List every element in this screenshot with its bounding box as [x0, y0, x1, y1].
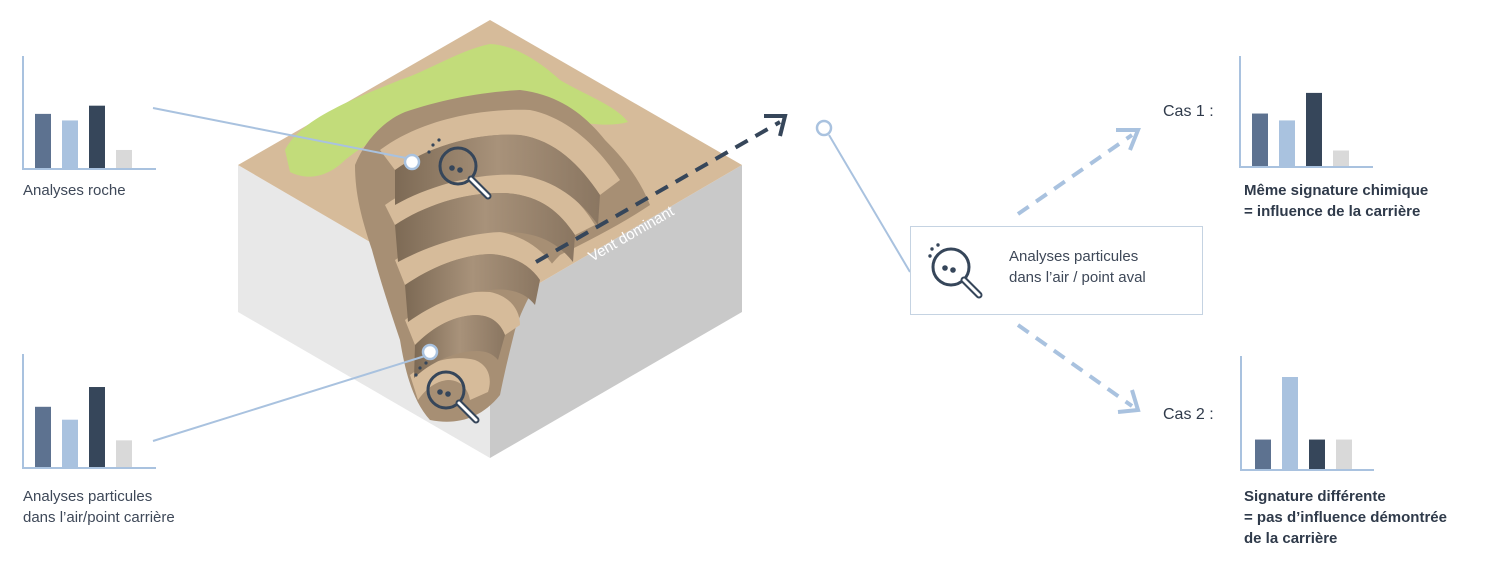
quarry-block [238, 20, 742, 458]
chart-cas1 [1239, 56, 1373, 168]
connector-aval [828, 134, 911, 273]
connector-carriere [152, 355, 426, 442]
arrow-cas1 [1016, 133, 1134, 216]
chart-axis [22, 354, 156, 469]
chart-roche [22, 56, 156, 170]
chart-bar [35, 113, 51, 168]
cliff-wall-3 [405, 254, 540, 322]
chart-bar [1306, 92, 1322, 166]
magnifier-icon [426, 370, 480, 424]
chart-bar [1309, 439, 1325, 469]
chart-bar [1252, 113, 1268, 166]
center-analysis-box: Analyses particules dans l’air / point a… [910, 226, 1203, 315]
chart-cas2 [1240, 356, 1374, 471]
label-cas2-desc: Signature différente = pas d’influence d… [1244, 486, 1447, 549]
chart-bar [1336, 439, 1352, 469]
label-analyses-carriere: Analyses particules dans l’air/point car… [23, 486, 175, 528]
chart-bar [89, 105, 105, 168]
case-arrows [1016, 128, 1141, 414]
terrace-5 [410, 358, 490, 400]
chart-carriere [22, 354, 156, 469]
arrow-icon [1117, 389, 1141, 414]
chart-bar [35, 406, 51, 467]
sample-point-aval [815, 119, 833, 137]
chart-axis [1239, 56, 1373, 168]
label-cas2-desc-line3: de la carrière [1244, 530, 1338, 547]
chart-bar [62, 120, 78, 168]
block-right-face [490, 165, 742, 458]
sample-point-roche [403, 153, 421, 171]
particles-icon [414, 361, 428, 377]
center-label-line2: dans l’air / point aval [1009, 269, 1146, 286]
label-cas1: Cas 1 : [1163, 103, 1214, 120]
connectors [152, 107, 911, 442]
chart-bar [116, 440, 132, 467]
arrow-cas2 [1016, 323, 1134, 408]
label-cas1-desc-line2: = influence de la carrière [1244, 203, 1421, 220]
cliff-wall-1 [395, 134, 600, 225]
label-cas1-desc: Même signature chimique = influence de l… [1244, 180, 1428, 222]
label-analyses-carriere-line1: Analyses particules [23, 488, 153, 505]
label-cas2-desc-line2: = pas d’influence démontrée [1244, 509, 1447, 526]
chart-bar [1333, 150, 1349, 166]
chart-bar [1282, 377, 1298, 469]
magnifier-icon [928, 243, 983, 299]
cliff-wall-4 [414, 315, 505, 378]
chart-bar [116, 149, 132, 168]
terrace-1 [380, 109, 620, 195]
chart-bar [89, 387, 105, 467]
magnifier-icon [438, 146, 492, 200]
connector-roche [152, 107, 407, 159]
label-cas2-desc-line1: Signature différente [1244, 488, 1386, 505]
label-analyses-carriere-line2: dans l’air/point carrière [23, 509, 175, 526]
label-cas2: Cas 2 : [1163, 406, 1214, 423]
chart-axis [22, 56, 156, 170]
label-cas1-desc-line1: Même signature chimique [1244, 182, 1429, 199]
sample-point-carriere [421, 343, 439, 361]
chart-axis [1240, 356, 1374, 471]
cliff-wall-2 [395, 192, 575, 262]
chart-bar [62, 419, 78, 467]
chart-bar [1279, 120, 1295, 166]
chart-bar [1255, 439, 1271, 469]
wind-arrow-head [764, 114, 788, 137]
particles-icon [427, 138, 441, 154]
label-analyses-roche: Analyses roche [23, 182, 126, 199]
arrow-icon [1116, 128, 1141, 151]
center-label-line1: Analyses particules [1009, 248, 1139, 265]
grass-area [285, 44, 628, 177]
